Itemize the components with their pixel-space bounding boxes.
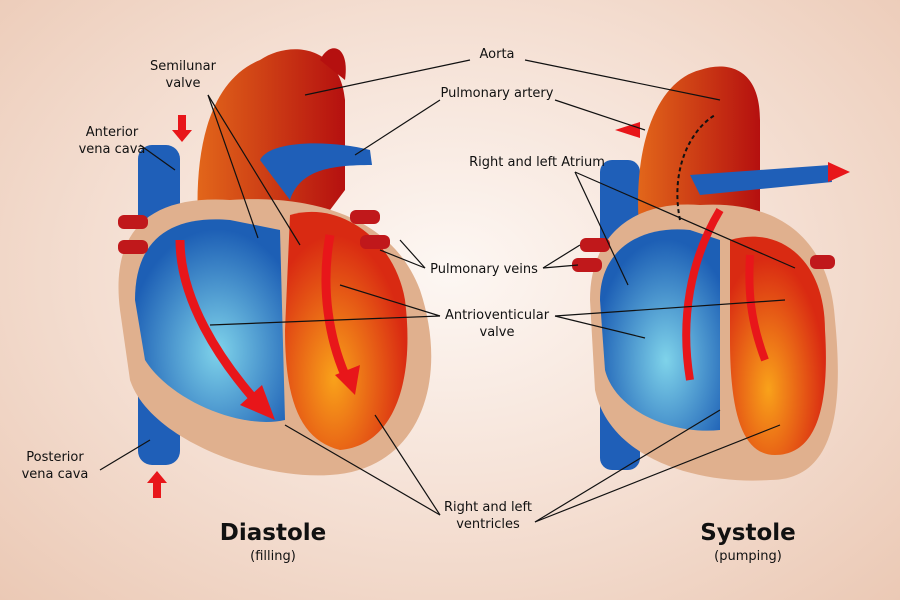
label-line: Antrioventicular — [444, 308, 550, 323]
systole-heart — [572, 66, 850, 481]
diastole-heart — [118, 48, 432, 498]
label-line: vena cava — [78, 142, 146, 157]
label-posterior-vena-cava: Posterior vena cava — [22, 449, 89, 483]
diastole-subtitle: (filling) — [250, 549, 296, 564]
label-line: Posterior — [26, 450, 84, 465]
label-semilunar-valve: Semilunar valve — [150, 58, 216, 92]
leader-lines — [99, 59, 796, 523]
systole-subtitle: (pumping) — [714, 549, 782, 564]
label-line: Semilunar — [150, 59, 216, 74]
label-line: valve — [165, 76, 201, 91]
label-atrium: Right and left Atrium — [469, 155, 605, 170]
left-side — [285, 211, 408, 450]
label-line: Right and left — [443, 500, 533, 515]
right-side — [135, 219, 285, 422]
label-av-valve: Antrioventicular valve — [445, 307, 549, 341]
label-line: Anterior — [85, 125, 139, 140]
label-line: valve — [479, 325, 515, 340]
label-pulmonary-veins: Pulmonary veins — [430, 262, 538, 277]
systole-title: Systole — [700, 520, 796, 546]
label-aorta: Aorta — [479, 47, 515, 62]
label-line: vena cava — [21, 467, 89, 482]
label-ventricles: Right and left ventricles — [444, 499, 532, 533]
flow-arrows — [175, 234, 350, 403]
pulmonary-artery — [260, 143, 372, 200]
label-pulmonary-artery: Pulmonary artery — [440, 86, 554, 101]
label-line: ventricles — [456, 517, 520, 532]
label-anterior-vena-cava: Anterior vena cava — [79, 124, 146, 158]
diastole-title: Diastole — [219, 520, 327, 546]
